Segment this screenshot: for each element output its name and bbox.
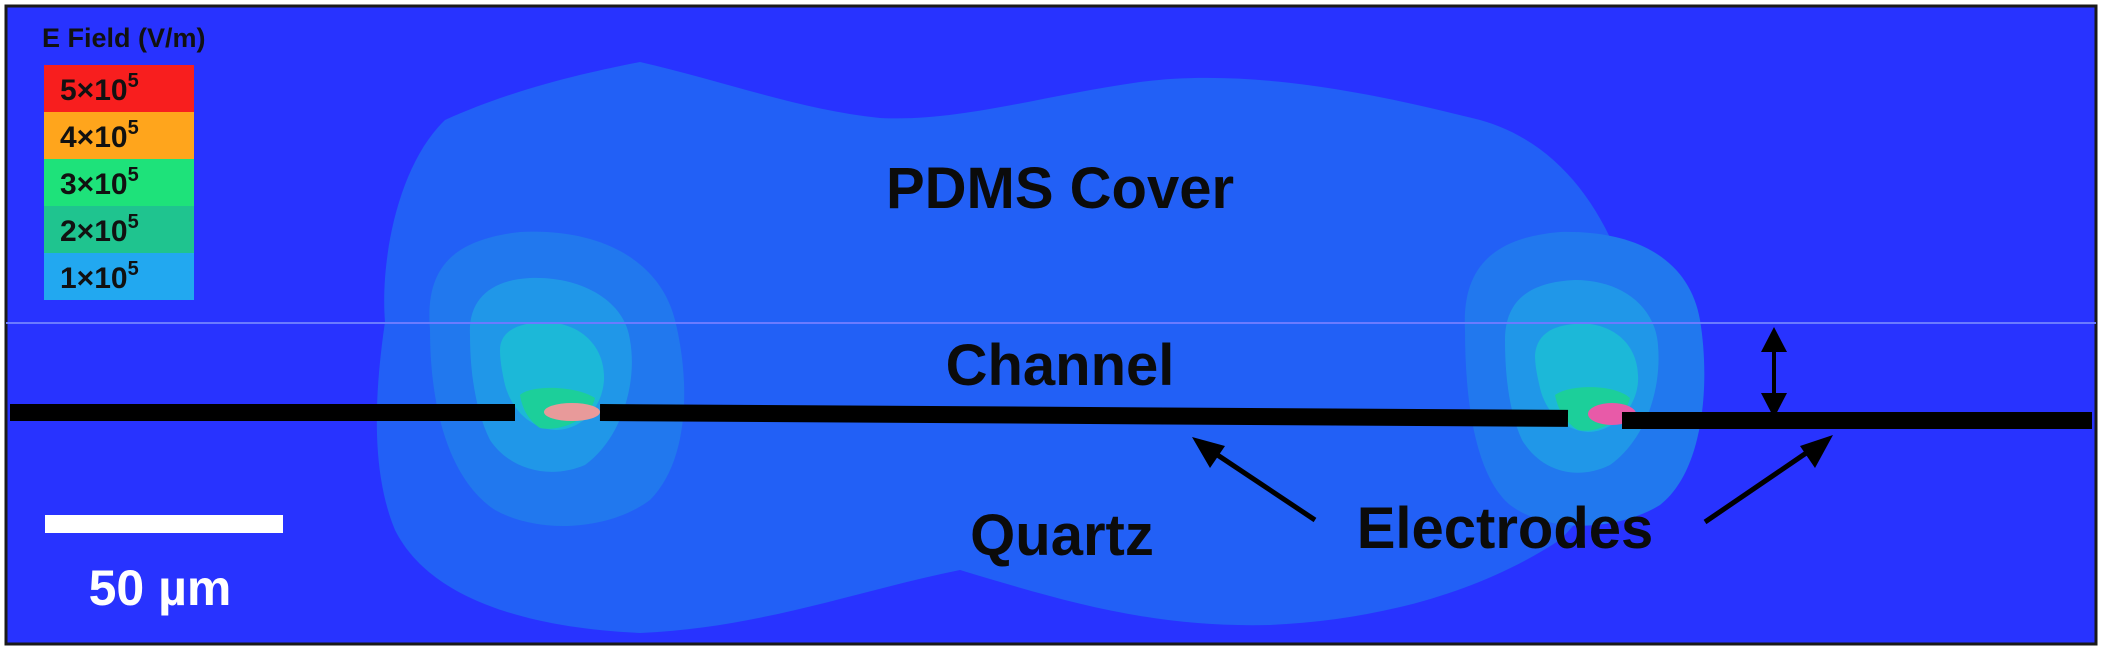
channel-label: Channel xyxy=(946,333,1175,398)
legend-swatch-1 xyxy=(44,253,194,300)
electrode-pointer-arrows xyxy=(1192,435,1833,525)
legend-swatch-2 xyxy=(44,206,194,253)
electrodes-label: Electrodes xyxy=(1357,496,1654,561)
arrow-head-down xyxy=(1761,393,1787,418)
legend-label-1: 1×105 xyxy=(60,258,139,295)
scale-bar-label: 50 µm xyxy=(89,560,232,616)
legend-label-3: 3×105 xyxy=(60,164,139,201)
left-hotspot xyxy=(544,403,600,421)
channel-height-arrow xyxy=(1761,327,1787,418)
pointer-right-head xyxy=(1800,435,1833,468)
legend-entries: 5×105 4×105 3×105 2×105 1×105 xyxy=(44,65,194,300)
legend-label-5: 5×105 xyxy=(60,70,139,107)
legend-swatch-3 xyxy=(44,159,194,206)
electrodes xyxy=(10,404,2092,429)
scale-bar: 50 µm xyxy=(45,515,283,616)
right-electrode-gap-field xyxy=(1464,231,1705,526)
legend-label-2: 2×105 xyxy=(60,211,139,248)
arrow-head-up xyxy=(1761,327,1787,352)
pointer-left-head xyxy=(1192,437,1225,468)
electrode-3 xyxy=(1622,412,2092,429)
left-electrode-gap-field xyxy=(429,231,685,527)
legend-title: E Field (V/m) xyxy=(42,23,206,53)
pdms-cover-label: PDMS Cover xyxy=(886,156,1234,221)
legend-swatch-4 xyxy=(44,112,194,159)
quartz-label: Quartz xyxy=(970,503,1154,568)
legend-label-4: 4×105 xyxy=(60,117,139,154)
field-region-low xyxy=(376,62,1642,633)
pointer-left-line xyxy=(1208,447,1317,523)
color-legend: E Field (V/m) 5×105 4×105 3×105 2×105 1×105 xyxy=(42,23,206,300)
legend-swatch-5 xyxy=(44,65,194,112)
electrode-2 xyxy=(599,404,1569,427)
electrode-1 xyxy=(10,404,515,421)
pointer-right-line xyxy=(1703,444,1817,525)
scale-bar-line xyxy=(45,515,283,533)
